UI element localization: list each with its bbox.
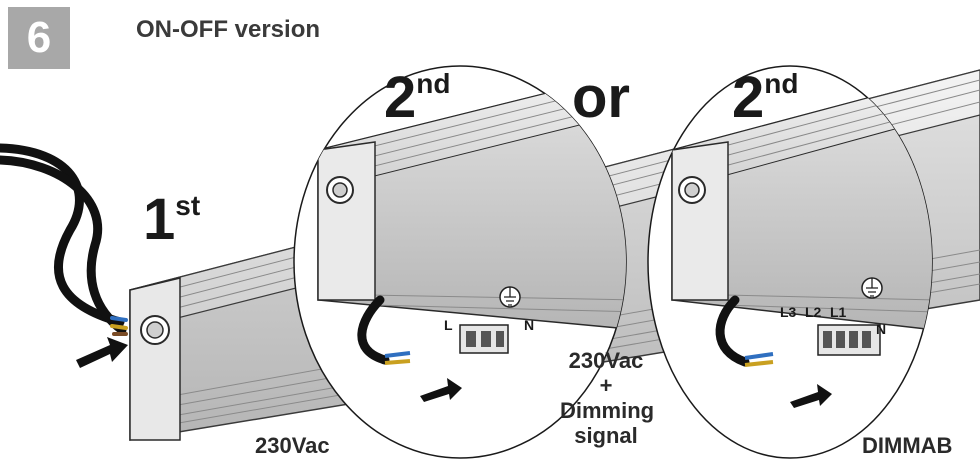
insert-arrow-left-detail xyxy=(420,378,462,402)
ordinal-first-number: 1 xyxy=(143,187,176,252)
ordinal-second-left-number: 2 xyxy=(384,65,417,130)
ordinal-second-right-number: 2 xyxy=(732,65,765,130)
connector-right-n-label: N xyxy=(876,321,887,337)
magnifier-right xyxy=(647,65,933,459)
ordinal-second-right: 2nd xyxy=(732,64,798,131)
connector-left-n-label: N xyxy=(524,317,535,333)
caption-middle-line1: 230Vac xyxy=(568,348,644,373)
insert-arrow-right-detail xyxy=(790,384,832,408)
connector-left-l-label: L xyxy=(444,317,453,333)
connector-right-l2-label: L2 xyxy=(805,304,822,320)
step-number-badge: 6 xyxy=(8,7,70,69)
ordinal-first: 1st xyxy=(143,186,200,253)
magnifier-left xyxy=(293,65,627,459)
caption-middle-line2: + xyxy=(599,373,613,398)
caption-middle-line3: Dimming xyxy=(560,398,655,423)
connector-right-l3-label: L3 xyxy=(780,304,797,320)
caption-left: 230Vac xyxy=(255,433,330,458)
ordinal-second-left-suffix: nd xyxy=(416,68,451,99)
ordinal-second-right-suffix: nd xyxy=(764,68,799,99)
insert-arrow-left xyxy=(76,337,128,368)
left-cable xyxy=(0,143,128,336)
or-label: or xyxy=(572,65,630,130)
page-title: ON-OFF version xyxy=(136,16,321,43)
caption-middle-line4: signal xyxy=(574,423,638,448)
connector-right-l1-label: L1 xyxy=(830,304,847,320)
ordinal-second-left: 2nd xyxy=(384,64,450,131)
caption-right: DIMMAB xyxy=(862,433,953,458)
caption-middle: 230Vac + Dimming signal xyxy=(560,348,655,448)
ordinal-first-suffix: st xyxy=(175,190,201,221)
